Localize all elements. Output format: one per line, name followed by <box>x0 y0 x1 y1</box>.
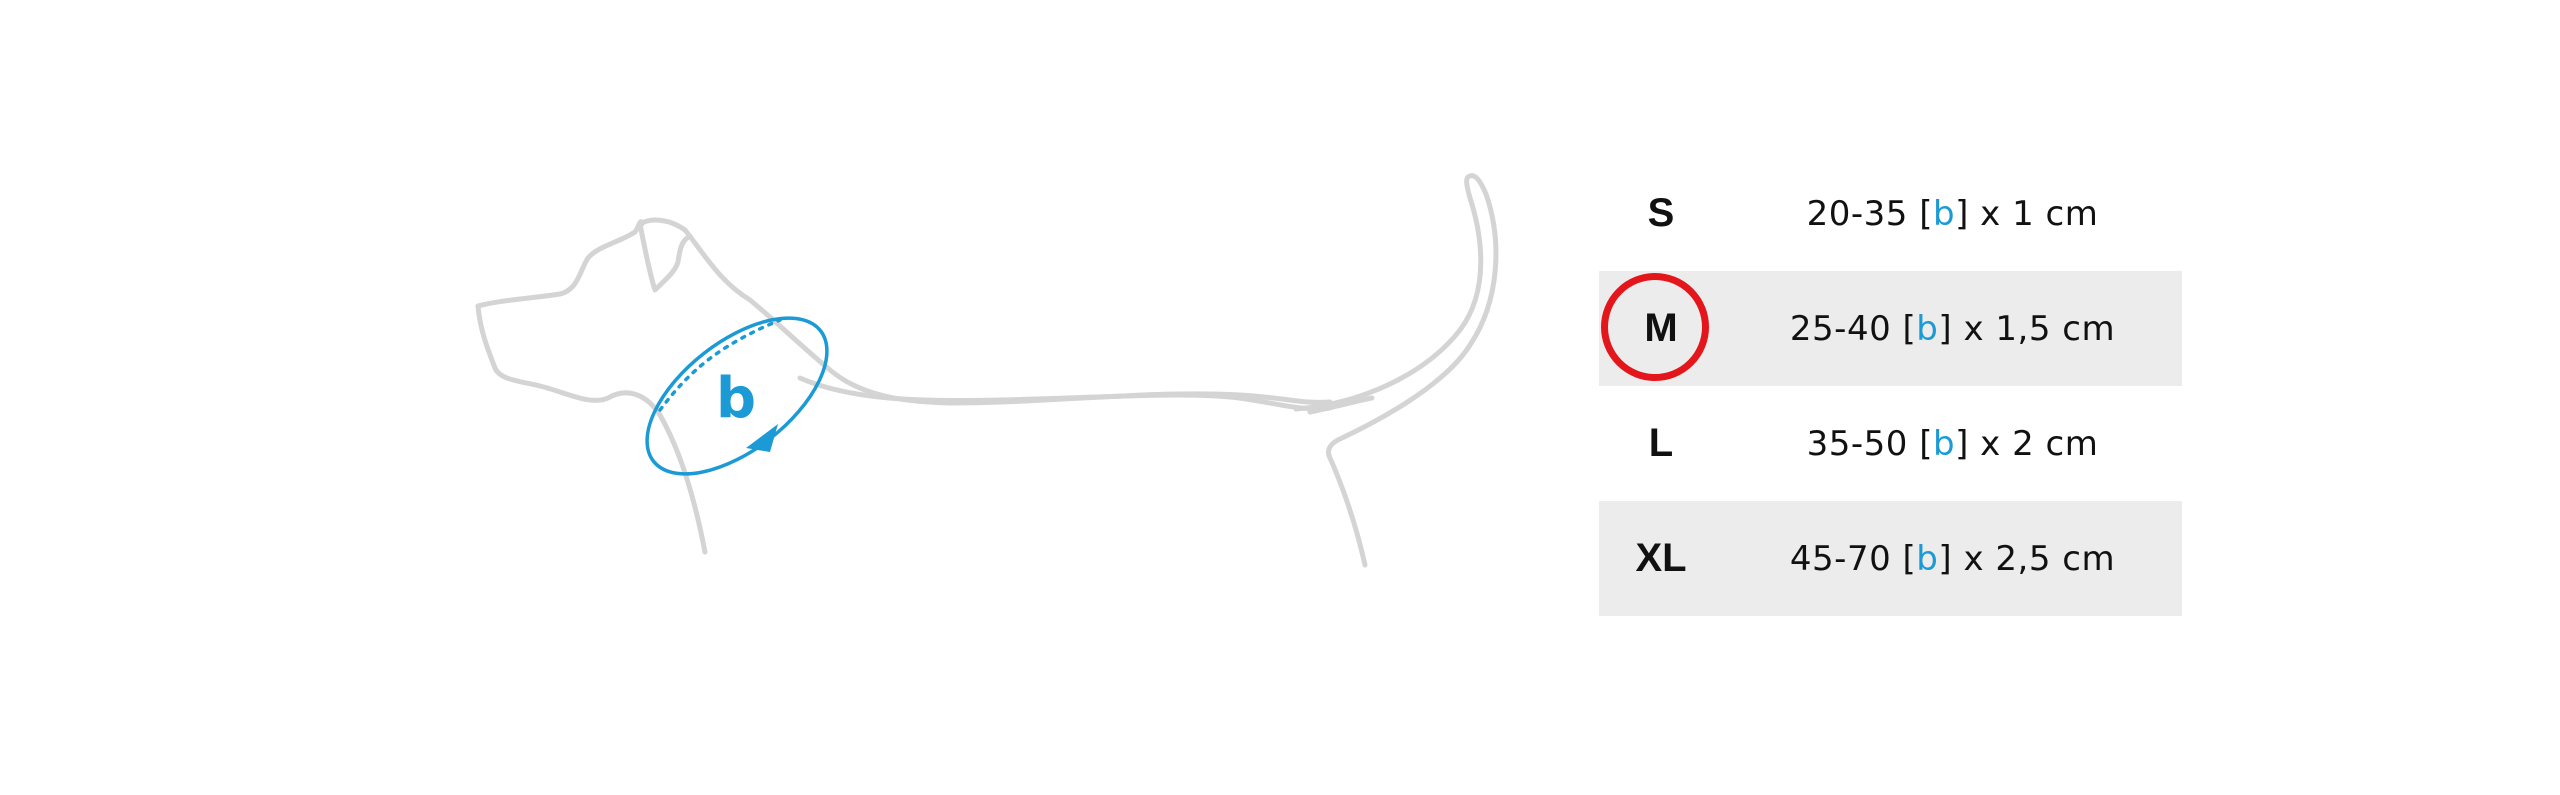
size-label: M <box>1644 306 1678 350</box>
size-dimensions: 35-50 [b] x 2 cm <box>1723 424 2182 464</box>
size-dimensions: 45-70 [b] x 2,5 cm <box>1723 539 2182 579</box>
measure-marker: b <box>1916 308 1939 349</box>
selected-size-ring <box>1601 273 1709 381</box>
size-row-s: S 20-35 [b] x 1 cm <box>1599 156 2182 271</box>
size-row-xl: XL 45-70 [b] x 2,5 cm <box>1599 501 2182 616</box>
bracket-open: [ <box>1891 308 1917 349</box>
size-width: x 2 cm <box>1968 423 2099 464</box>
bracket-close: ] <box>1955 193 1969 234</box>
measure-marker: b <box>1933 423 1956 464</box>
size-label: S <box>1647 191 1675 235</box>
size-range: 45-70 <box>1789 538 1892 579</box>
size-label: XL <box>1635 536 1687 580</box>
size-range: 35-50 <box>1806 423 1908 464</box>
size-width: x 2,5 cm <box>1952 538 2116 579</box>
size-width: x 1 cm <box>1968 193 2099 234</box>
size-width: x 1,5 cm <box>1952 308 2116 349</box>
bracket-open: [ <box>1907 193 1933 234</box>
size-row-l: L 35-50 [b] x 2 cm <box>1599 386 2182 501</box>
bracket-open: [ <box>1891 538 1917 579</box>
size-dimensions: 20-35 [b] x 1 cm <box>1723 194 2182 234</box>
neck-measurement-loop-icon <box>645 316 829 476</box>
bracket-close: ] <box>1955 423 1969 464</box>
dog-outline-icon <box>475 173 1499 568</box>
size-dimensions: 25-40 [b] x 1,5 cm <box>1723 309 2182 349</box>
size-range: 25-40 <box>1789 308 1892 349</box>
size-table: S 20-35 [b] x 1 cm M 25-40 [b] x 1,5 cm … <box>1599 156 2182 616</box>
size-range: 20-35 <box>1806 193 1908 234</box>
size-label: L <box>1648 421 1674 465</box>
bracket-close: ] <box>1938 538 1953 579</box>
measure-marker: b <box>1933 193 1956 234</box>
bracket-open: [ <box>1907 423 1933 464</box>
measure-marker: b <box>1916 538 1939 579</box>
size-row-m: M 25-40 [b] x 1,5 cm <box>1599 271 2182 386</box>
bracket-close: ] <box>1938 308 1953 349</box>
measurement-label-b: b <box>716 366 756 431</box>
